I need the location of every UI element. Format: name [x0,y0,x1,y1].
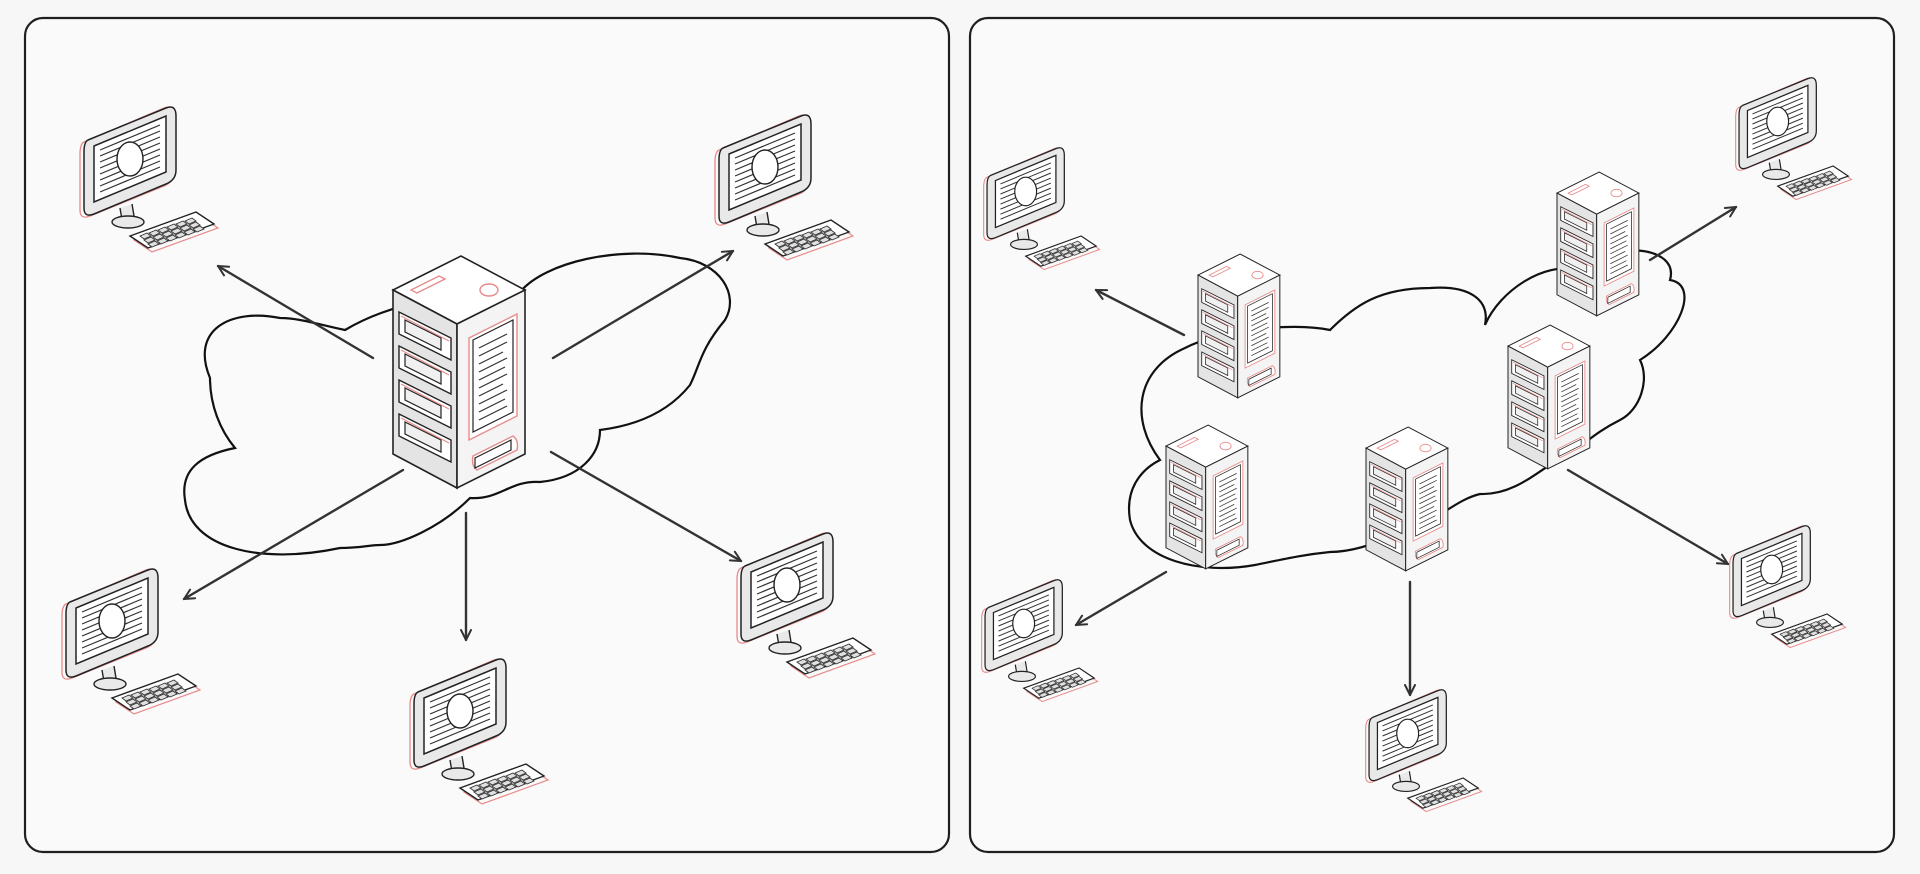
arrow [1094,288,1186,337]
arrow [1566,468,1730,566]
server-tower-icon [392,255,526,489]
server-tower-icon [1165,424,1249,570]
arrow [551,249,735,360]
arrows-distributed [1074,205,1738,697]
arrow [1648,205,1738,262]
arrow [549,450,743,563]
server-tower-icon [1197,253,1281,399]
server-tower-icon [1365,426,1449,572]
arrow [216,264,375,360]
server-tower-icon [1507,324,1591,470]
arrow [182,468,405,601]
arrows-centralized [182,249,743,642]
server-tower-icon [1556,171,1640,317]
arrow [1074,570,1168,627]
